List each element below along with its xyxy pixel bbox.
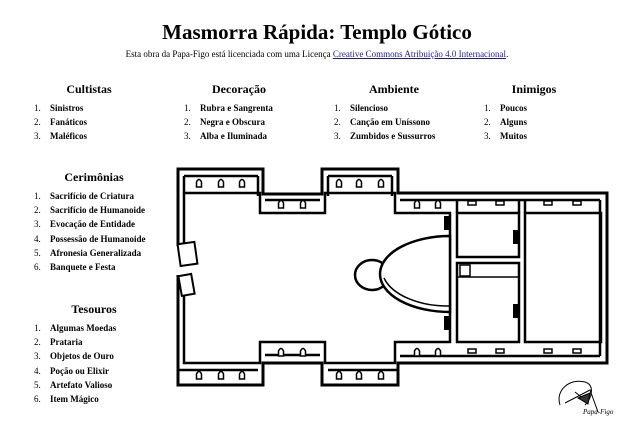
door-icon[interactable] (177, 272, 196, 298)
list-item: 1.Poucos (484, 103, 527, 113)
page-title: Masmorra Rápida: Templo Gótico (162, 20, 472, 44)
list-item: 3.Alba e Iluminada (184, 131, 268, 142)
table-cerimonias: Cerimônias 1.Sacrifício de Criatura 2.Sa… (34, 170, 154, 274)
list-item: 6.Banquete e Festa (34, 261, 116, 272)
candle-icon (277, 199, 285, 209)
candle-icon (299, 347, 307, 357)
window-icon (467, 348, 477, 354)
table-inimigos: Inimigos 1.Poucos 2.Alguns 3.Muitos (484, 82, 584, 144)
candle-icon (277, 347, 285, 357)
table-heading: Tesouros (71, 302, 117, 316)
side-rooms (455, 200, 603, 344)
list-item: 5.Artefato Valioso (34, 379, 113, 390)
window-icon (543, 200, 553, 206)
list-item: 6.Item Mágico (34, 393, 99, 404)
candle-icon (238, 370, 246, 380)
list-item: 5.Afronesia Generalizada (34, 247, 142, 258)
list-item: 3.Maléficos (34, 131, 87, 142)
table-heading: Ambiente (369, 82, 419, 96)
window-icon (467, 200, 477, 206)
list-item: 3.Objetos de Ouro (34, 351, 114, 362)
doors[interactable] (176, 216, 520, 330)
table-heading: Inimigos (511, 82, 557, 96)
window-icon (495, 200, 505, 206)
room-small-top (455, 211, 521, 259)
windows (467, 200, 582, 354)
candle-icon (413, 199, 421, 209)
candle-icon (195, 178, 203, 188)
candle-icon (238, 178, 246, 188)
candle-icon (377, 178, 385, 188)
window-icon (543, 348, 553, 354)
license-notice: Esta obra da Papa-Figo está licenciada c… (0, 49, 634, 59)
list-item: 4.Poção ou Elixir (34, 365, 109, 376)
candle-icon (434, 347, 442, 357)
list-item: 2.Sacrifício de Humanoide (34, 205, 145, 216)
candle-icon (377, 370, 385, 380)
table-tesouros: Tesouros 1.Algumas Moedas 2.Prataria 3.O… (34, 302, 154, 406)
door-icon[interactable] (513, 304, 520, 318)
list-item: 1.Sinistros (34, 103, 84, 113)
list-item: 1.Rubra e Sangrenta (184, 103, 273, 113)
candle-icon (355, 370, 363, 380)
chest-icon (459, 264, 471, 277)
license-suffix: . (506, 49, 509, 59)
candle-icon (299, 199, 307, 209)
list-item: 1.Sacrifício de Criatura (34, 191, 134, 201)
list-item: 2.Negra e Obscura (184, 117, 265, 128)
list-item: 2.Prataria (34, 337, 83, 348)
list-item: 2.Fanáticos (34, 117, 87, 128)
candle-icon (434, 199, 442, 209)
list-item: 3.Muitos (484, 131, 527, 142)
room-small-bottom (455, 261, 521, 344)
altar (353, 234, 452, 314)
candle-icon (335, 370, 343, 380)
door-icon[interactable] (176, 240, 199, 268)
license-link[interactable]: Creative Commons Atribuição 4.0 Internac… (332, 49, 507, 59)
outer-wall (176, 167, 609, 387)
window-icon (572, 200, 582, 206)
list-item: 2.Alguns (484, 117, 528, 128)
candle-icon (355, 178, 363, 188)
list-item: 3.Evocação de Entidade (34, 219, 136, 230)
papa-figo-logo: Papa-Figo (558, 380, 614, 416)
candle-icon (217, 370, 225, 380)
list-item: 1.Silencioso (334, 103, 389, 113)
table-ambiente: Ambiente 1.Silencioso 2.Canção em Unísso… (334, 82, 454, 144)
door-icon[interactable] (444, 316, 451, 330)
table-cultistas: Cultistas 1.Sinistros 2.Fanáticos 3.Malé… (34, 82, 144, 144)
svg-text:Papa-Figo: Papa-Figo (582, 408, 614, 416)
list-item: 2.Canção em Uníssono (334, 117, 431, 128)
door-icon[interactable] (513, 230, 520, 244)
list-item: 4.Possessão de Humanoide (34, 233, 146, 244)
candle-icon (413, 347, 421, 357)
candle-icon (335, 178, 343, 188)
candles (195, 178, 442, 380)
window-icon (572, 348, 582, 354)
table-heading: Cultistas (66, 82, 112, 96)
candle-icon (217, 178, 225, 188)
candle-icon (195, 370, 203, 380)
window-icon (495, 348, 505, 354)
table-heading: Decoração (212, 82, 266, 96)
list-item: 3.Zumbidos e Sussurros (334, 131, 436, 142)
room-large (523, 211, 603, 344)
list-item: 1.Algumas Moedas (34, 323, 117, 333)
table-heading: Cerimônias (64, 170, 124, 184)
table-decoracao: Decoração 1.Rubra e Sangrenta 2.Negra e … (184, 82, 294, 144)
license-prefix: Esta obra da Papa-Figo está licenciada c… (125, 49, 331, 59)
door-icon[interactable] (444, 216, 451, 230)
